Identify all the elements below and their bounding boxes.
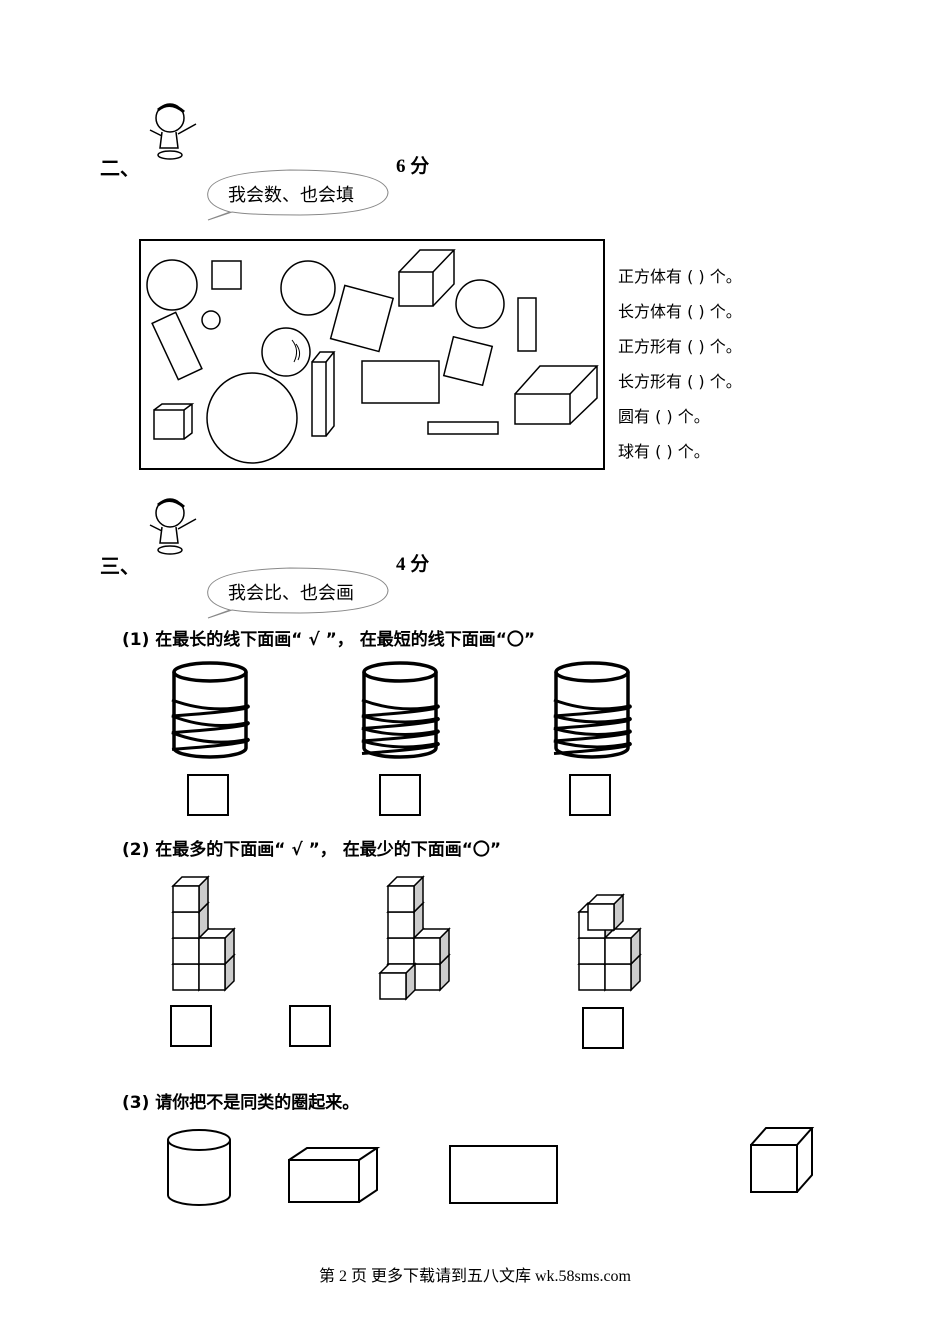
section-2-bubble-text: 我会数、也会填 (228, 185, 354, 206)
section-3-score: 4 分 (396, 554, 430, 575)
answer-box (170, 1005, 212, 1047)
fill-question: 正方体有 ( ) 个。 (618, 267, 742, 286)
fill-question: 长方体有 ( ) 个。 (618, 302, 742, 321)
section-2-number: 二、 (100, 156, 140, 180)
fill-question: 长方形有 ( ) 个。 (618, 372, 742, 391)
page-footer: 第 2 页 更多下载请到五八文库 wk.58sms.com (318, 1268, 631, 1285)
circle-shape (201, 310, 221, 330)
cuboid-shape (398, 249, 456, 307)
mascot-icon (149, 103, 197, 160)
cuboid-shape (514, 365, 599, 425)
unit-cube (378, 962, 417, 1001)
shapes-panel (139, 239, 605, 470)
circle-shape (280, 260, 336, 316)
circle-shape (206, 372, 298, 464)
cube-shape (153, 403, 195, 440)
cylinder-with-string (171, 661, 250, 759)
unit-cube (603, 927, 642, 966)
rectangle-shape (449, 1145, 558, 1204)
mascot-icon (149, 498, 197, 555)
answer-box (582, 1007, 624, 1049)
section-3-bubble-text: 我会比、也会画 (228, 583, 354, 604)
answer-box (187, 774, 229, 816)
cylinder-shape (167, 1129, 231, 1206)
rectangle-shape (361, 360, 440, 404)
circle-shape (455, 279, 505, 329)
question-1: (1) 在最长的线下面画“ √ ”， 在最短的线下面画“〇” (122, 630, 536, 650)
fill-question: 圆有 ( ) 个。 (618, 407, 710, 426)
square-shape (329, 284, 395, 353)
fill-question: 球有 ( ) 个。 (618, 442, 710, 461)
speech-bubble (207, 567, 389, 619)
cylinder-with-string (361, 661, 440, 759)
square-shape (442, 335, 494, 387)
cube-shape (750, 1127, 815, 1193)
section-3-number: 三、 (100, 554, 140, 578)
rectangle-shape (151, 311, 203, 381)
unit-cube (586, 893, 625, 932)
circle-shape (146, 259, 198, 311)
unit-cube (386, 875, 425, 914)
cuboid-shape (311, 351, 336, 437)
square-shape (211, 260, 242, 290)
speech-bubble (207, 169, 389, 221)
rectangle-shape (517, 297, 537, 352)
cuboid-shape (288, 1147, 381, 1203)
unit-cube (171, 875, 210, 914)
question-3: (3) 请你把不是同类的圈起来。 (122, 1093, 360, 1113)
question-2: (2) 在最多的下面画“ √ ”， 在最少的下面画“〇” (122, 840, 502, 860)
unit-cube (197, 927, 236, 966)
answer-box (379, 774, 421, 816)
answer-box (569, 774, 611, 816)
sphere-shape (261, 327, 311, 377)
rectangle-shape (427, 421, 499, 435)
fill-question: 正方形有 ( ) 个。 (618, 337, 742, 356)
unit-cube (412, 927, 451, 966)
answer-box (289, 1005, 331, 1047)
cylinder-with-string (553, 661, 632, 759)
section-2-score: 6 分 (396, 156, 430, 177)
